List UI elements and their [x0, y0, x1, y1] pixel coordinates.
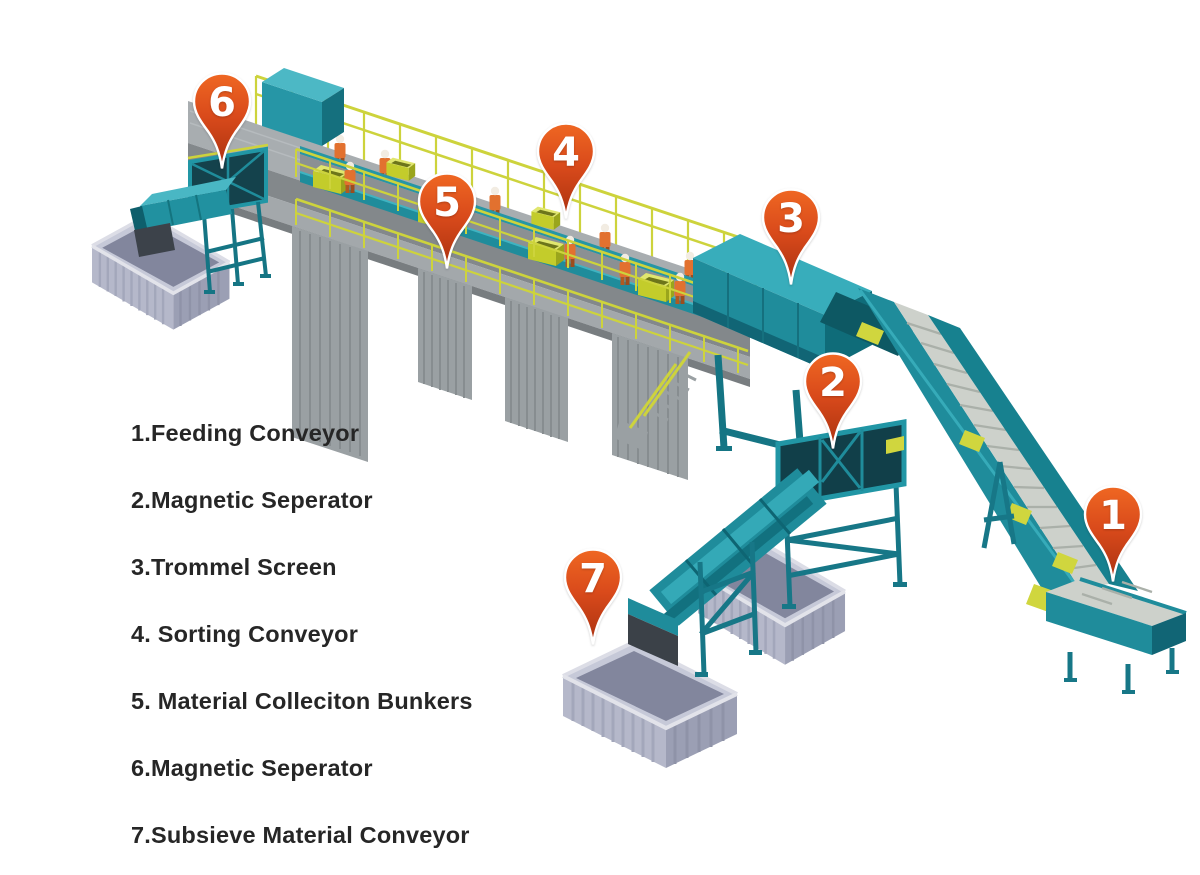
separator-discharge [134, 223, 175, 257]
legend-item-2: 2.Magnetic Seperator [131, 487, 373, 513]
feeding-belt [894, 302, 1109, 589]
magnetic-separator-6 [90, 143, 271, 332]
legend-item-5: 5. Material Colleciton Bunkers [131, 688, 473, 714]
front-railing [295, 147, 749, 325]
legend-item-6: 6.Magnetic Seperator [131, 755, 373, 781]
legend-item-1: 1.Feeding Conveyor [131, 420, 360, 446]
outer-walkway [188, 169, 750, 379]
marker-pin-2: 2 [803, 352, 863, 452]
outer-railing [295, 197, 749, 373]
marker-number: 2 [819, 360, 847, 406]
marker-number: 3 [777, 196, 805, 242]
access-stairs [614, 351, 697, 450]
marker-pin-7: 7 [563, 548, 623, 648]
marker-number: 5 [433, 180, 461, 226]
marker-number: 1 [1099, 493, 1127, 539]
legend: 1.Feeding Conveyor 2.Magnetic Seperator … [131, 419, 591, 875]
marker-number: 7 [579, 556, 607, 602]
marker-pin-5: 5 [417, 172, 477, 272]
legend-item-3: 3.Trommel Screen [131, 554, 337, 580]
conveyor-head-box [262, 68, 344, 146]
marker-pin-4: 4 [536, 122, 596, 222]
subsieve-discharge [628, 614, 678, 666]
conveyor-yellow-markers [856, 322, 1078, 574]
marker-number: 6 [208, 80, 236, 126]
marker-pin-3: 3 [761, 188, 821, 288]
legend-item-7: 7.Subsieve Material Conveyor [131, 822, 470, 848]
subsieve-material-conveyor [561, 468, 827, 770]
legend-item-4: 4. Sorting Conveyor [131, 621, 359, 647]
marker-pin-6: 6 [192, 72, 252, 172]
marker-pin-1: 1 [1083, 485, 1143, 585]
marker-number: 4 [552, 130, 580, 176]
